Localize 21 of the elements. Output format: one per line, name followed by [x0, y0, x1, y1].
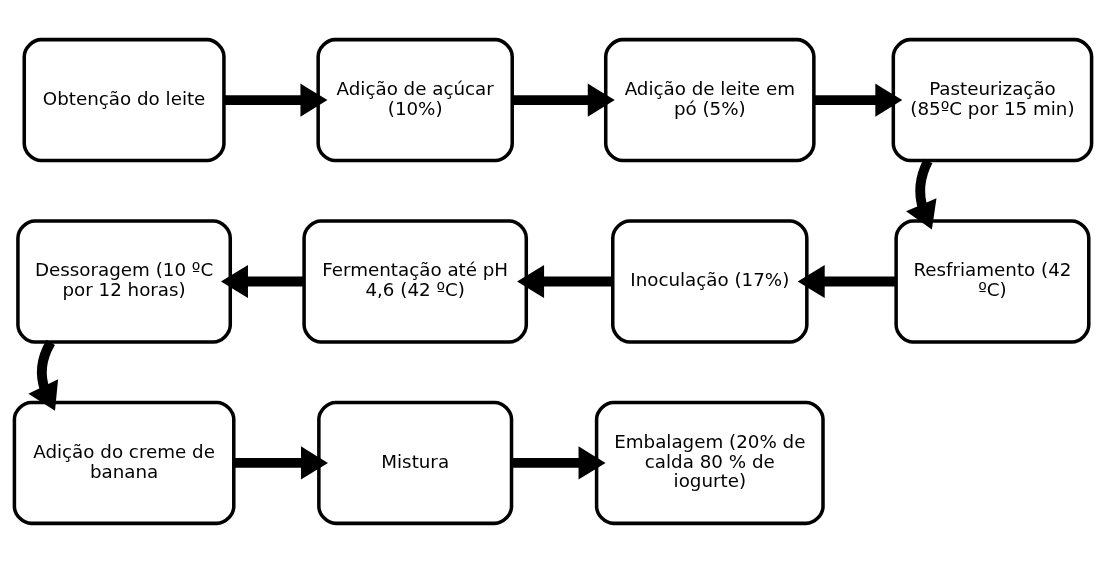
node-box: Embalagem (20% de calda 80 % de iogurte): [594, 400, 825, 525]
arrow: [234, 445, 328, 479]
arrow: [28, 339, 59, 411]
node-box: Resfriamento (42 ºC): [894, 218, 1091, 344]
arrow: [511, 445, 606, 479]
arrow: [512, 83, 615, 117]
arrow: [906, 158, 937, 230]
node-box: Adição de açúcar (10%): [316, 37, 514, 162]
arrow: [220, 264, 304, 298]
node-box: Adição de leite em pó (5%): [603, 37, 816, 162]
node-box: Fermentação até pH 4,6 (42 ºC): [302, 218, 529, 344]
node-box: Inoculação (17%): [611, 218, 809, 344]
arrow: [814, 83, 903, 117]
node-box: Adição do creme de banana: [12, 400, 236, 525]
node-box: Obtenção do leite: [22, 37, 226, 162]
node-box: Mistura: [317, 400, 514, 525]
arrow: [517, 264, 613, 298]
node-box: Dessoragem (10 ºC por 12 horas): [16, 218, 233, 344]
arrow: [797, 264, 896, 298]
node-box: Pasteurização (85ºC por 15 min): [891, 37, 1094, 162]
arrow: [224, 83, 328, 117]
